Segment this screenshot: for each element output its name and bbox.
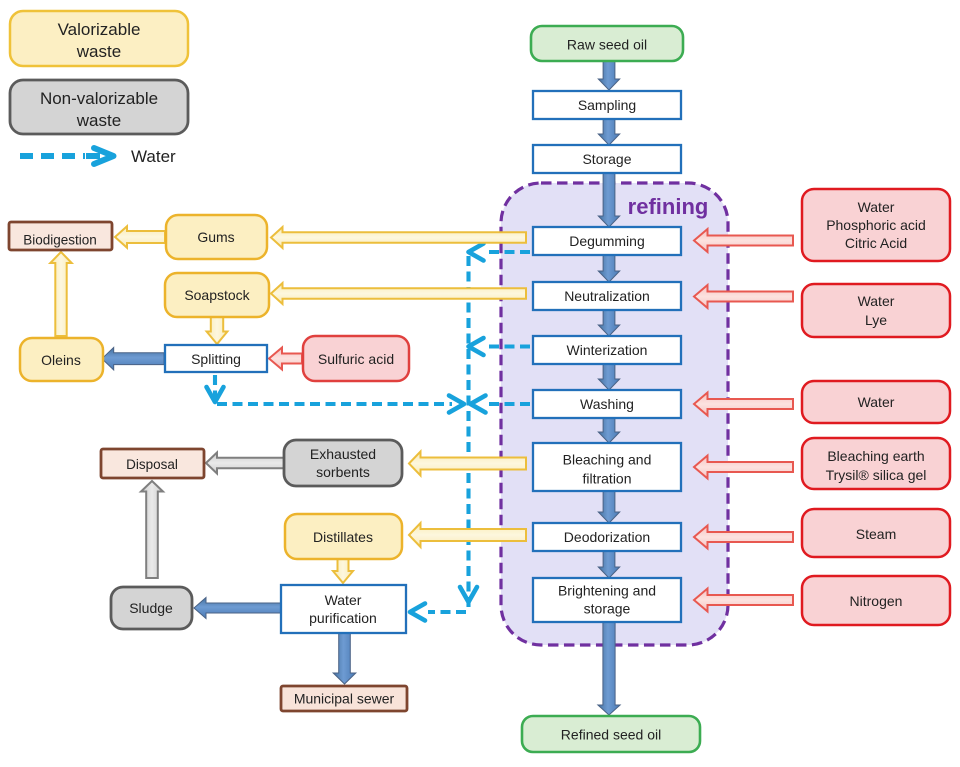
svg-text:waste: waste bbox=[76, 111, 121, 130]
svg-text:sorbents: sorbents bbox=[316, 464, 370, 480]
svg-text:Sludge: Sludge bbox=[129, 600, 173, 616]
svg-text:Sampling: Sampling bbox=[578, 97, 636, 113]
svg-text:Refined seed oil: Refined seed oil bbox=[561, 727, 661, 743]
svg-text:storage: storage bbox=[584, 601, 631, 617]
svg-text:Biodigestion: Biodigestion bbox=[23, 233, 97, 248]
svg-text:Bleaching and: Bleaching and bbox=[563, 452, 652, 468]
svg-text:Gums: Gums bbox=[197, 229, 234, 245]
svg-text:Sulfuric acid: Sulfuric acid bbox=[318, 351, 394, 367]
svg-text:Raw seed oil: Raw seed oil bbox=[567, 37, 647, 53]
svg-text:Municipal sewer: Municipal sewer bbox=[294, 691, 395, 707]
svg-text:Bleaching earth: Bleaching earth bbox=[827, 448, 924, 464]
svg-text:Steam: Steam bbox=[856, 526, 896, 542]
svg-text:Brightening and: Brightening and bbox=[558, 583, 656, 599]
svg-text:refining: refining bbox=[628, 194, 709, 219]
svg-text:purification: purification bbox=[309, 610, 377, 626]
svg-text:Lye: Lye bbox=[865, 312, 887, 328]
svg-text:Neutralization: Neutralization bbox=[564, 288, 650, 304]
svg-text:Water: Water bbox=[858, 293, 895, 309]
svg-text:Degumming: Degumming bbox=[569, 233, 644, 249]
svg-text:Winterization: Winterization bbox=[567, 342, 648, 358]
svg-text:filtration: filtration bbox=[582, 471, 631, 487]
svg-text:Citric Acid: Citric Acid bbox=[845, 235, 907, 251]
svg-text:Storage: Storage bbox=[582, 151, 631, 167]
svg-text:waste: waste bbox=[76, 42, 121, 61]
svg-text:Non-valorizable: Non-valorizable bbox=[40, 89, 158, 108]
svg-text:Trysil® silica gel: Trysil® silica gel bbox=[826, 467, 927, 483]
svg-text:Nitrogen: Nitrogen bbox=[850, 593, 903, 609]
svg-text:Water: Water bbox=[131, 147, 176, 166]
svg-text:Soapstock: Soapstock bbox=[184, 287, 250, 303]
svg-text:Distillates: Distillates bbox=[313, 529, 373, 545]
svg-text:Water: Water bbox=[325, 592, 362, 608]
svg-text:Washing: Washing bbox=[580, 396, 634, 412]
svg-text:Valorizable: Valorizable bbox=[58, 20, 141, 39]
svg-text:Exhausted: Exhausted bbox=[310, 446, 376, 462]
svg-text:Deodorization: Deodorization bbox=[564, 529, 650, 545]
svg-text:Splitting: Splitting bbox=[191, 351, 241, 367]
svg-text:Water: Water bbox=[858, 394, 895, 410]
svg-text:Water: Water bbox=[858, 199, 895, 215]
svg-text:Oleins: Oleins bbox=[41, 352, 81, 368]
svg-text:Disposal: Disposal bbox=[126, 457, 178, 472]
svg-text:Phosphoric acid: Phosphoric acid bbox=[826, 217, 926, 233]
